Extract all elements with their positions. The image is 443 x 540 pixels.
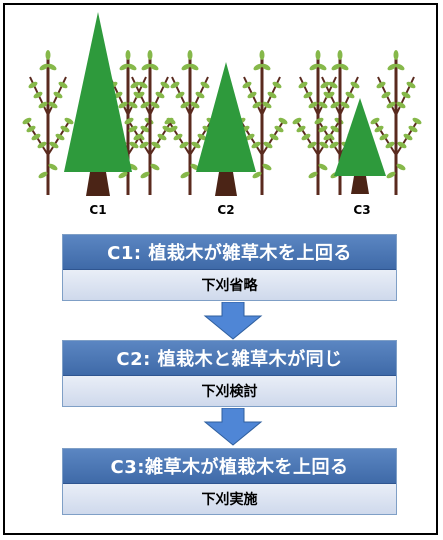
down-arrow-icon xyxy=(203,408,263,446)
scene-label-c1: C1 xyxy=(89,203,107,217)
scene-label-c3: C3 xyxy=(353,203,371,217)
step-box-c3: C3:雑草木が植栽木を上回る 下刈実施 xyxy=(62,448,397,515)
step-condition: C1: 植栽木が雑草木を上回る xyxy=(63,235,396,270)
scene-label-c2: C2 xyxy=(217,203,235,217)
conifer-c2 xyxy=(196,62,256,196)
step-condition: C3:雑草木が植栽木を上回る xyxy=(63,449,396,484)
tree-illustration xyxy=(19,12,425,197)
step-action: 下刈実施 xyxy=(63,484,396,514)
weed-tree xyxy=(19,48,77,197)
step-box-c2: C2: 植栽木と雑草木が同じ 下刈検討 xyxy=(62,340,397,407)
down-arrow-icon xyxy=(203,302,263,340)
step-action: 下刈検討 xyxy=(63,376,396,406)
conifer-c3 xyxy=(334,98,386,194)
step-action: 下刈省略 xyxy=(63,270,396,300)
step-condition: C2: 植栽木と雑草木が同じ xyxy=(63,341,396,376)
tree-scene xyxy=(0,0,443,230)
conifer-c1 xyxy=(64,12,132,196)
weed-tree xyxy=(233,48,291,197)
step-box-c1: C1: 植栽木が雑草木を上回る 下刈省略 xyxy=(62,234,397,301)
